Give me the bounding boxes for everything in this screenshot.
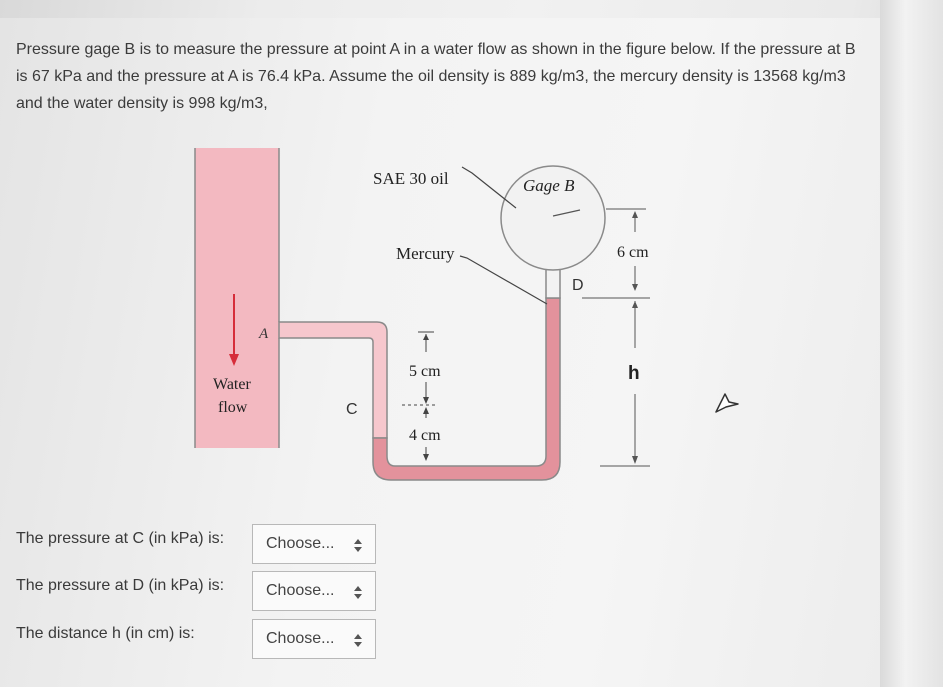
question-text: Pressure gage B is to measure the pressu… [16, 41, 856, 112]
mercury-u-tube [372, 297, 561, 481]
dim-5cm-label: 5 cm [409, 363, 441, 380]
answers-section: The pressure at C (in kPa) is: Choose...… [16, 520, 396, 670]
point-d-label: D [572, 277, 584, 294]
select-arrows-icon [354, 539, 362, 552]
select-arrows-icon [354, 586, 362, 599]
side-panel [880, 0, 943, 687]
answer-label-distance-h: The distance h (in cm) is: [16, 625, 195, 642]
gage-b-label: Gage B [523, 176, 575, 195]
distance-h-select[interactable]: Choose... [252, 619, 376, 659]
pressure-c-select-value: Choose... [266, 535, 335, 552]
manometer-figure: SAE 30 oil Gage B Mercury D A Water flow… [194, 148, 650, 481]
gage-b-circle [500, 165, 606, 271]
point-c-label: C [346, 401, 358, 418]
dim-h-label: h [628, 363, 640, 384]
pressure-d-select-value: Choose... [266, 582, 335, 599]
mouse-cursor-icon [715, 393, 739, 413]
dim-6cm-label: 6 cm [617, 244, 649, 261]
water-pipe [195, 148, 279, 448]
answer-label-pressure-c: The pressure at C (in kPa) is: [16, 530, 225, 547]
water-flow-label-2: flow [218, 399, 248, 416]
mercury-label: Mercury [396, 244, 455, 263]
water-flow-label-1: Water [213, 376, 251, 393]
point-a-label: A [258, 326, 269, 342]
distance-h-select-value: Choose... [266, 630, 335, 647]
water-connector [278, 321, 388, 439]
pressure-c-select[interactable]: Choose... [252, 524, 376, 564]
answer-label-pressure-d: The pressure at D (in kPa) is: [16, 577, 225, 594]
select-arrows-icon [354, 634, 362, 647]
question-card [0, 18, 880, 687]
sae-oil-label: SAE 30 oil [373, 169, 449, 188]
pressure-d-select[interactable]: Choose... [252, 571, 376, 611]
dim-4cm-label: 4 cm [409, 427, 441, 444]
